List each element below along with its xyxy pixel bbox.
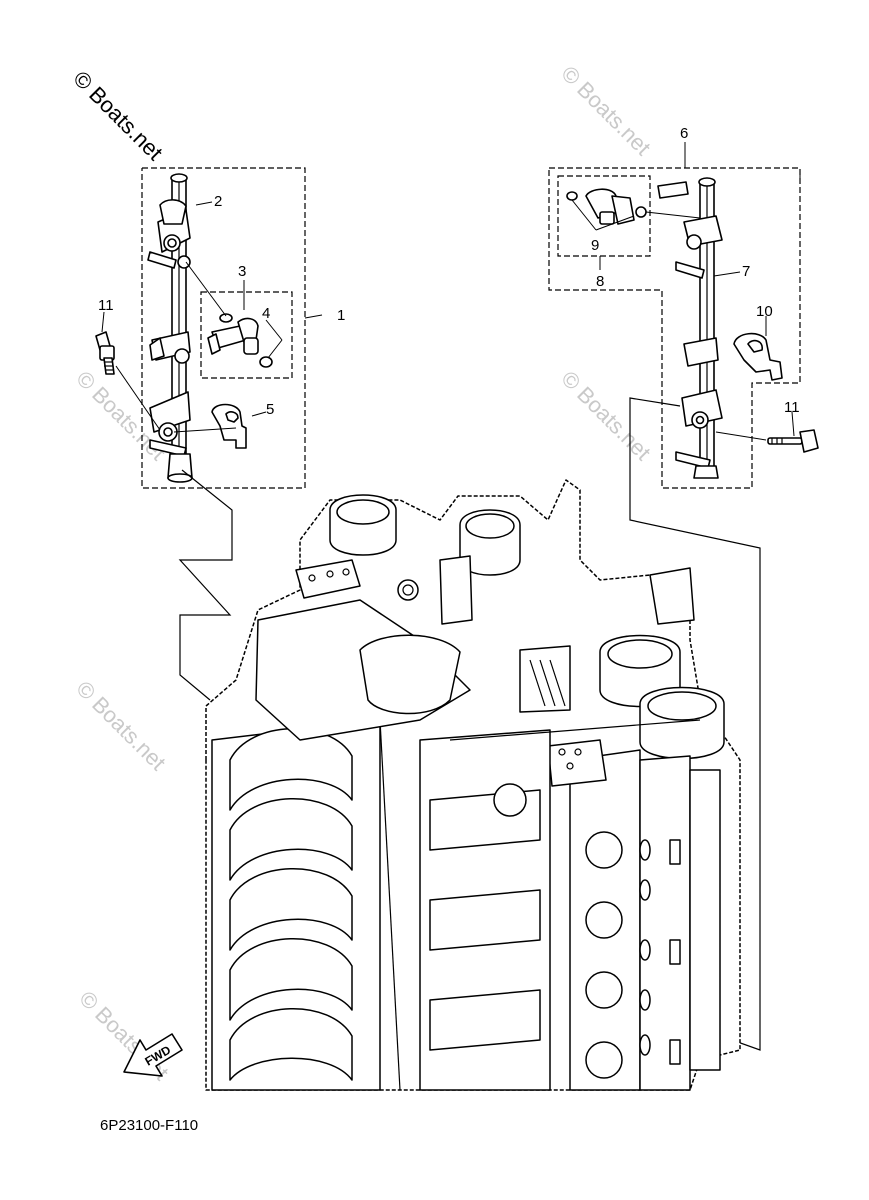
right-fuel-rail-assembly — [548, 167, 819, 1051]
watermark: © Boats.net — [556, 61, 655, 160]
watermark: © Boats.net — [556, 366, 655, 465]
watermark-main: © Boats.net — [68, 66, 167, 165]
callout-8: 8 — [596, 273, 604, 290]
callout-5: 5 — [266, 401, 274, 418]
callout-3: 3 — [238, 263, 246, 280]
callout-11-right: 11 — [784, 399, 800, 416]
left-fuel-rail-assembly — [95, 167, 323, 701]
callout-4: 4 — [262, 305, 270, 322]
callout-6: 6 — [680, 125, 688, 142]
watermark: © Boats.net — [71, 676, 170, 775]
callout-1: 1 — [337, 307, 345, 324]
callout-9: 9 — [591, 237, 599, 254]
callout-2: 2 — [214, 193, 222, 210]
engine-block — [205, 479, 741, 1091]
callout-11-left: 11 — [98, 297, 114, 314]
callout-10: 10 — [756, 303, 773, 320]
callout-7: 7 — [742, 263, 750, 280]
diagram-code: 6P23100-F110 — [100, 1117, 198, 1134]
